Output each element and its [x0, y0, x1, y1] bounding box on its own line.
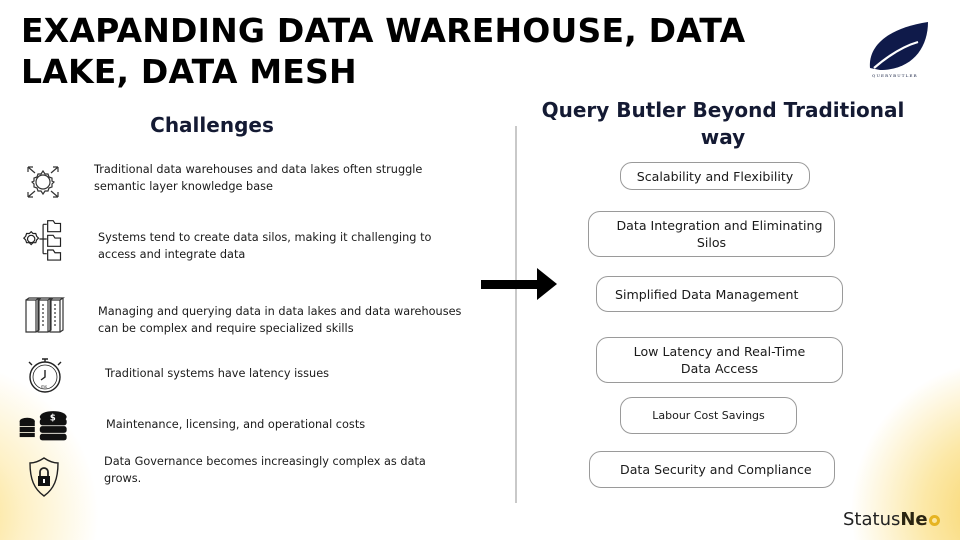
brand-o-ring-icon [928, 515, 940, 526]
challenge-text: Managing and querying data in data lakes… [98, 303, 461, 337]
stopwatch-icon: ms [28, 358, 62, 393]
challenge-line: Managing and querying data in data lakes… [98, 305, 462, 318]
statusneo-brand-logo: StatusNe [843, 509, 940, 530]
challenges-heading: Challenges [150, 113, 274, 137]
challenge-line: access and integrate data [98, 248, 246, 261]
column-divider [515, 126, 517, 503]
challenge-line: Traditional systems have latency issues [105, 367, 330, 380]
benefit-pill: Labour Cost Savings [620, 397, 797, 434]
challenge-text: Maintenance, licensing, and operational … [106, 416, 365, 433]
decorative-glow-left [0, 360, 100, 540]
benefit-label: Data Security and Compliance [620, 462, 812, 477]
challenge-text: Systems tend to create data silos, makin… [98, 229, 431, 263]
server-racks-icon [25, 297, 65, 333]
benefit-label-line2: Data Access [680, 361, 759, 376]
shield-lock-icon [29, 457, 59, 497]
benefit-pill: Low Latency and Real-Time Data Access [596, 337, 843, 383]
benefit-label: Simplified Data Management [615, 286, 799, 302]
logo-caption: QUERYBUTLER [872, 73, 918, 78]
slide-title: EXAPANDING DATA WAREHOUSE, DATA LAKE, DA… [21, 10, 841, 92]
benefit-pill: Data Integration and Eliminating Silos [588, 211, 835, 257]
challenge-text: Traditional data warehouses and data lak… [94, 161, 422, 195]
decorative-glow-right [845, 355, 960, 540]
title-line-2: LAKE, DATA MESH [21, 52, 357, 91]
challenge-line: grows. [104, 472, 142, 485]
benefit-label-line2: Silos [696, 235, 727, 250]
gear-folders-icon [22, 220, 62, 261]
benefit-pill: Scalability and Flexibility [620, 162, 810, 190]
benefit-label: Low Latency and Real-Time [633, 344, 806, 359]
brand-text-neo: Ne [900, 509, 928, 530]
arrow-right-icon [481, 268, 557, 300]
beyond-heading-line-2: way [700, 125, 746, 149]
challenge-line: Systems tend to create data silos, makin… [98, 231, 432, 244]
gear-expand-icon [27, 166, 59, 198]
challenge-text: Traditional systems have latency issues [105, 365, 329, 382]
svg-text:$: $ [50, 412, 56, 422]
title-line-1: EXAPANDING DATA WAREHOUSE, DATA [21, 11, 746, 50]
coins-dollar-icon: $ [19, 411, 67, 441]
challenge-line: Maintenance, licensing, and operational … [106, 418, 366, 431]
benefit-label: Scalability and Flexibility [636, 168, 794, 184]
brand-text-status: Status [843, 509, 901, 530]
challenge-line: semantic layer knowledge base [94, 180, 273, 193]
benefit-pill: Data Security and Compliance [589, 451, 835, 488]
challenge-line: can be complex and require specialized s… [98, 322, 354, 335]
benefit-label: Labour Cost Savings [652, 409, 765, 422]
benefit-label: Data Integration and Eliminating [616, 218, 823, 233]
svg-text:ms: ms [41, 384, 47, 389]
challenge-line: Traditional data warehouses and data lak… [94, 163, 423, 176]
beyond-heading: Query Butler Beyond Traditional way [535, 97, 911, 151]
challenge-text: Data Governance becomes increasingly com… [104, 453, 426, 487]
benefit-pill: Simplified Data Management [596, 276, 843, 312]
challenge-line: Data Governance becomes increasingly com… [104, 455, 426, 468]
leaf-logo-icon [869, 22, 928, 70]
beyond-heading-line-1: Query Butler Beyond Traditional [541, 98, 905, 122]
